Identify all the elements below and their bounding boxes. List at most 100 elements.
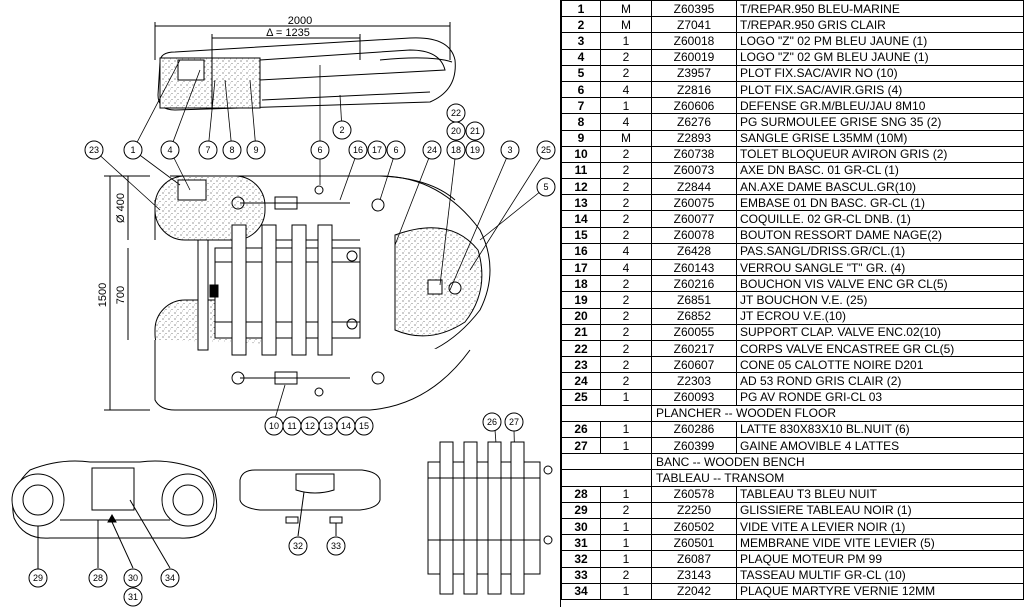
callout-17: 17 (367, 140, 387, 160)
part-number: 12 (561, 178, 601, 196)
svg-text:22: 22 (451, 108, 461, 118)
part-quantity: 1 (600, 388, 652, 406)
part-quantity: 1 (600, 420, 652, 439)
part-reference: Z60217 (651, 339, 737, 358)
part-reference: Z60143 (651, 258, 737, 277)
part-quantity: 2 (600, 339, 652, 358)
part-number: 30 (561, 517, 601, 536)
callout-13: 13 (318, 416, 338, 436)
part-number: 7 (561, 97, 601, 115)
part-quantity: 2 (600, 307, 652, 325)
part-description: PAS.SANGL/DRISS.GR/CL.(1) (736, 242, 1024, 261)
callout-27: 27 (504, 412, 524, 432)
part-reference: Z2844 (651, 178, 737, 196)
svg-text:15: 15 (359, 421, 369, 431)
svg-text:19: 19 (470, 145, 480, 155)
callout-19: 19 (465, 140, 485, 160)
part-number: 27 (561, 437, 601, 455)
part-number: 3 (561, 32, 601, 50)
callout-24: 24 (422, 140, 442, 160)
callout-18: 18 (446, 140, 466, 160)
part-quantity: 4 (600, 242, 652, 261)
part-number: 17 (561, 258, 601, 277)
leader-lines (93, 59, 547, 471)
section-row: TABLEAU -- TRANSOM (561, 469, 1024, 487)
part-quantity: 2 (600, 48, 652, 66)
part-reference: Z60093 (651, 388, 737, 406)
part-quantity: 2 (600, 161, 652, 180)
part-quantity: 4 (600, 80, 652, 99)
part-number: 4 (561, 48, 601, 66)
part-number: 25 (561, 388, 601, 406)
part-quantity: M (600, 0, 652, 18)
svg-text:24: 24 (427, 145, 437, 155)
part-description: SUPPORT CLAP. VALVE ENC.02(10) (736, 323, 1024, 341)
section-title: TABLEAU -- TRANSOM (651, 469, 1024, 487)
part-reference: Z3957 (651, 64, 737, 82)
svg-text:6: 6 (317, 145, 322, 155)
part-reference: Z60073 (651, 161, 737, 180)
svg-text:2: 2 (339, 125, 344, 135)
part-quantity: 4 (600, 113, 652, 131)
part-reference: Z2893 (651, 129, 737, 147)
part-number: 8 (561, 113, 601, 131)
svg-text:11: 11 (287, 421, 296, 431)
svg-text:34: 34 (165, 573, 175, 583)
callout-16: 16 (348, 140, 368, 160)
part-quantity: 2 (600, 291, 652, 309)
part-description: TABLEAU T3 BLEU NUIT (736, 485, 1024, 503)
part-number: 5 (561, 64, 601, 82)
part-description: T/REPAR.950 GRIS CLAIR (736, 16, 1024, 34)
part-reference: Z6852 (651, 307, 737, 325)
svg-text:33: 33 (331, 541, 341, 551)
callout-21: 21 (465, 121, 485, 141)
part-quantity: 1 (600, 485, 652, 503)
svg-text:3: 3 (507, 145, 512, 155)
svg-text:18: 18 (451, 145, 461, 155)
part-number: 20 (561, 307, 601, 325)
part-quantity: 1 (600, 97, 652, 115)
callout-29: 29 (28, 568, 48, 588)
svg-text:4: 4 (167, 145, 172, 155)
perspective-view (157, 37, 456, 111)
section-spacer (561, 453, 652, 471)
dim-inner-length: Δ = 1235 (266, 27, 310, 39)
svg-text:6: 6 (393, 145, 398, 155)
part-reference: Z60502 (651, 517, 737, 536)
part-description: AD 53 ROND GRIS CLAIR (2) (736, 372, 1024, 390)
part-number: 18 (561, 275, 601, 293)
section-row: BANC -- WOODEN BENCH (561, 453, 1024, 471)
part-number: 15 (561, 226, 601, 244)
part-description: TASSEAU MULTIF GR-CL (10) (736, 566, 1024, 584)
svg-text:9: 9 (253, 145, 258, 155)
part-number: 6 (561, 80, 601, 99)
callout-6b: 6 (386, 140, 406, 160)
svg-text:30: 30 (128, 573, 138, 583)
part-reference: Z60395 (651, 0, 737, 18)
callout-5: 5 (536, 177, 556, 197)
part-number: 29 (561, 501, 601, 520)
section-title: PLANCHER -- WOODEN FLOOR (651, 404, 1024, 422)
svg-text:13: 13 (323, 421, 333, 431)
part-description: LATTE 830X83X10 BL.NUIT (6) (736, 420, 1024, 439)
part-description: PLAQUE MOTEUR PM 99 (736, 550, 1024, 568)
part-reference: Z60501 (651, 534, 737, 552)
callout-11: 11 (282, 416, 302, 436)
part-description: AN.AXE DAME BASCUL.GR(10) (736, 178, 1024, 196)
part-description: AXE DN BASC. 01 GR-CL (1) (736, 161, 1024, 180)
svg-text:17: 17 (372, 145, 382, 155)
part-reference: Z6428 (651, 242, 737, 261)
svg-text:26: 26 (487, 417, 497, 427)
